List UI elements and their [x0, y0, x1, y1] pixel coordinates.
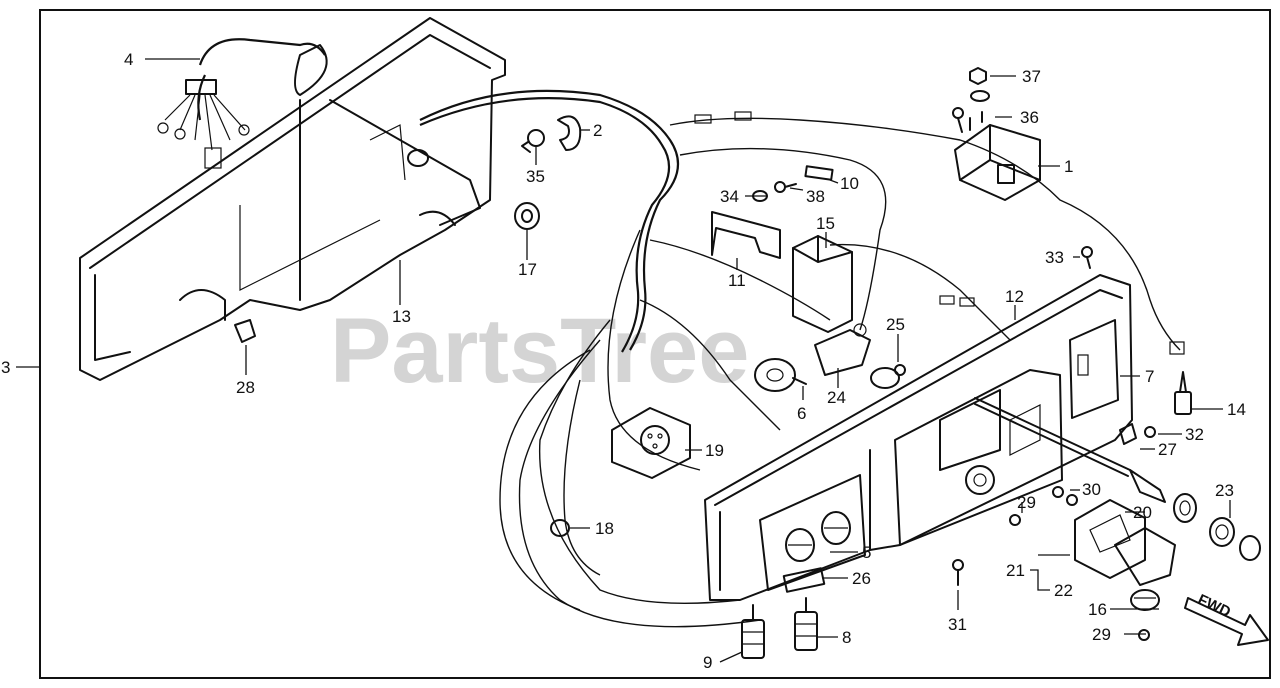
part-24-bracket: [814, 329, 871, 376]
callout-8: 8: [842, 628, 851, 647]
part-27-clip: [1119, 423, 1137, 445]
callout-5: 5: [862, 543, 871, 562]
part-19-receptacle: [611, 407, 691, 479]
callout-13: 13: [392, 307, 411, 326]
diagram-frame: [39, 9, 1271, 679]
watermark: PartsTree: [330, 300, 749, 402]
part-36-screw: [952, 107, 964, 133]
part-14-post: [1174, 371, 1192, 415]
callout-20: 20: [1133, 503, 1152, 522]
callout-18: 18: [595, 519, 614, 538]
callout-2: 2: [593, 121, 602, 140]
part-15-unit: [792, 235, 867, 337]
part-23-knob: [1209, 517, 1261, 561]
callout-7: 7: [1145, 367, 1154, 386]
callout-labels: 1 2 3 4 5 6 7 8 9 10 11 12 13 14 15 16 1…: [1, 50, 1246, 672]
callout-19: 19: [705, 441, 724, 460]
part-18-grommet: [550, 519, 570, 537]
callout-6: 6: [797, 404, 806, 423]
callout-25: 25: [886, 315, 905, 334]
part-22-cover: [1114, 527, 1176, 586]
part-2-clamp: [557, 115, 582, 151]
callout-15: 15: [816, 214, 835, 233]
forward-arrow-icon: FWD: [1184, 591, 1269, 646]
part-29-screw-lower: [1138, 629, 1150, 641]
part-1-coil: [954, 111, 1041, 201]
callout-28: 28: [236, 378, 255, 397]
part-28-clip: [234, 319, 256, 343]
part-31-screw: [952, 559, 964, 586]
callout-32: 32: [1185, 425, 1204, 444]
part-11-bracket: [711, 211, 781, 259]
part-30-screw: [1052, 486, 1078, 506]
callout-10: 10: [840, 174, 859, 193]
callout-16: 16: [1088, 600, 1107, 619]
callout-29a: 29: [1017, 493, 1036, 512]
callout-14: 14: [1227, 400, 1246, 419]
part-26-plate: [782, 567, 826, 593]
main-wire-harness: [419, 89, 1185, 628]
callout-12: 12: [1005, 287, 1024, 306]
part-7-rod: [974, 397, 1131, 471]
part-8-terminal: [794, 597, 818, 651]
direction-label: FWD: [1195, 591, 1233, 621]
callout-30: 30: [1082, 480, 1101, 499]
callout-31: 31: [948, 615, 967, 634]
callout-4: 4: [124, 50, 133, 69]
part-17-grommet: [514, 202, 540, 230]
callout-11: 11: [728, 271, 746, 290]
part-threaded-shaft: [1129, 469, 1166, 503]
callout-9: 9: [703, 653, 712, 672]
leader-lines: [16, 58, 1231, 663]
callout-24: 24: [827, 388, 846, 407]
part-35-screw: [521, 129, 545, 153]
callout-3: 3: [1, 358, 10, 377]
part-37-nut: [969, 67, 990, 102]
callout-34: 34: [720, 187, 739, 206]
callout-22: 22: [1054, 581, 1073, 600]
callout-33: 33: [1045, 248, 1064, 267]
callout-17: 17: [518, 260, 537, 279]
part-21-meter: [1074, 499, 1146, 579]
callout-27: 27: [1158, 440, 1177, 459]
callout-29b: 29: [1092, 625, 1111, 644]
part-6-switch: [754, 358, 807, 392]
part-29-screw: [1009, 514, 1021, 526]
part-20-bushing: [1173, 493, 1197, 523]
part-5-cover-plate: [759, 474, 866, 591]
callout-26: 26: [852, 569, 871, 588]
part-32-screw: [1144, 426, 1156, 438]
part-9-terminal: [741, 604, 765, 659]
callout-23: 23: [1215, 481, 1234, 500]
part-33-screw: [1081, 246, 1093, 269]
part-38-screw: [774, 181, 797, 193]
callout-38: 38: [806, 187, 825, 206]
part-10-fuse: [804, 165, 834, 181]
callout-1: 1: [1064, 157, 1073, 176]
part-25-switch: [870, 364, 906, 389]
part-16-knob: [1130, 589, 1160, 611]
part-4-harness-plug: [157, 38, 326, 169]
callout-21: 21: [1006, 561, 1025, 580]
part-13-control-box: [79, 17, 506, 381]
callout-36: 36: [1020, 108, 1039, 127]
part-12-front-panel: [704, 274, 1133, 601]
callout-37: 37: [1022, 67, 1041, 86]
callout-35: 35: [526, 167, 545, 186]
